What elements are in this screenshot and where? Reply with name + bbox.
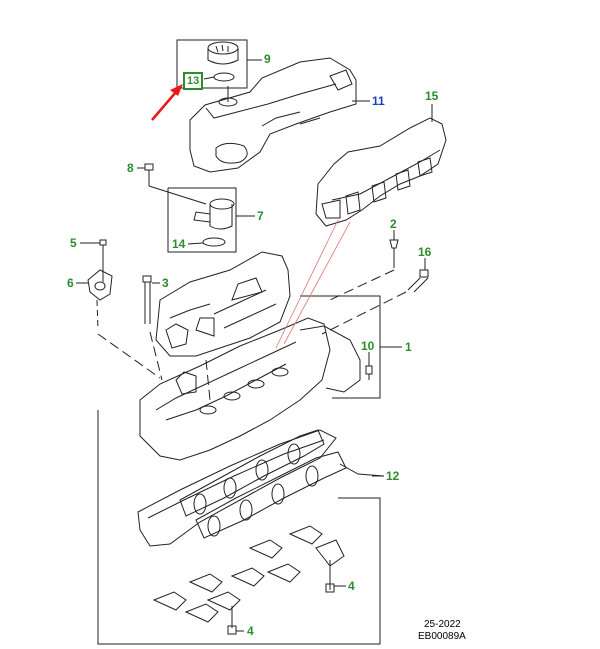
callout-12: 12: [386, 469, 400, 483]
harness-carrier-shape: [315, 117, 447, 227]
sensor-to-cover-dashed: [97, 333, 161, 379]
bolt-3-shape: [142, 275, 152, 324]
callout-16: 16: [418, 245, 432, 259]
callout-10: 10: [361, 339, 375, 353]
callout-7: 7: [257, 209, 264, 223]
callout-14: 14: [172, 237, 186, 251]
engine-top-cover-shape: [189, 57, 357, 173]
camshaft-sensor-shape: [87, 269, 113, 301]
leader-14: [187, 242, 204, 245]
bolt-8-shape: [144, 163, 207, 205]
bearing-caps-shape: [152, 525, 345, 623]
callout-3: 3: [162, 276, 169, 290]
callout-6: 6: [67, 276, 74, 290]
oil-filler-cap-shape: [207, 41, 239, 82]
oil-cap-group-box: [176, 39, 248, 89]
cover-dashed-1: [149, 331, 163, 381]
cam-cover-gasket-shape: [137, 429, 337, 547]
diagram-ref-code: EB00089A: [418, 631, 466, 642]
callout-4-lower: 4: [247, 624, 254, 638]
cam-cover-shape: [139, 317, 361, 461]
callout-2: 2: [390, 217, 397, 231]
red-pointer-arrow: [151, 84, 183, 121]
callout-5: 5: [70, 236, 77, 250]
cover-dashed-2: [205, 359, 211, 401]
sensor-centerline: [96, 299, 99, 331]
leader-13: [203, 76, 215, 80]
callout-15: 15: [425, 89, 439, 103]
sensor-bolt-5-shape: [99, 239, 107, 282]
callout-1: 1: [405, 340, 412, 354]
diagram-ref-number: 25-2022: [424, 619, 461, 630]
callout-11: 11: [372, 94, 385, 108]
plug-10-shape: [365, 365, 373, 380]
bolt16-dashed: [321, 291, 407, 335]
breather-group-box: [167, 187, 237, 253]
stud-dashed: [329, 269, 395, 301]
bolt-16-shape: [407, 269, 429, 293]
lower-assembly-frame: [97, 410, 381, 645]
harness-leader-lines: [275, 219, 351, 349]
callout-8: 8: [127, 161, 134, 175]
bolt-4b-shape: [227, 606, 237, 635]
intake-cover-shape: [155, 251, 291, 357]
camshafts-shape: [179, 429, 385, 539]
stud-2-shape: [389, 239, 399, 268]
callout-13: 13: [183, 72, 204, 90]
breather-tube-shape: [193, 198, 235, 247]
bolt-4a-shape: [325, 560, 335, 593]
callout-4-upper: 4: [348, 579, 355, 593]
callout-9: 9: [264, 52, 271, 66]
